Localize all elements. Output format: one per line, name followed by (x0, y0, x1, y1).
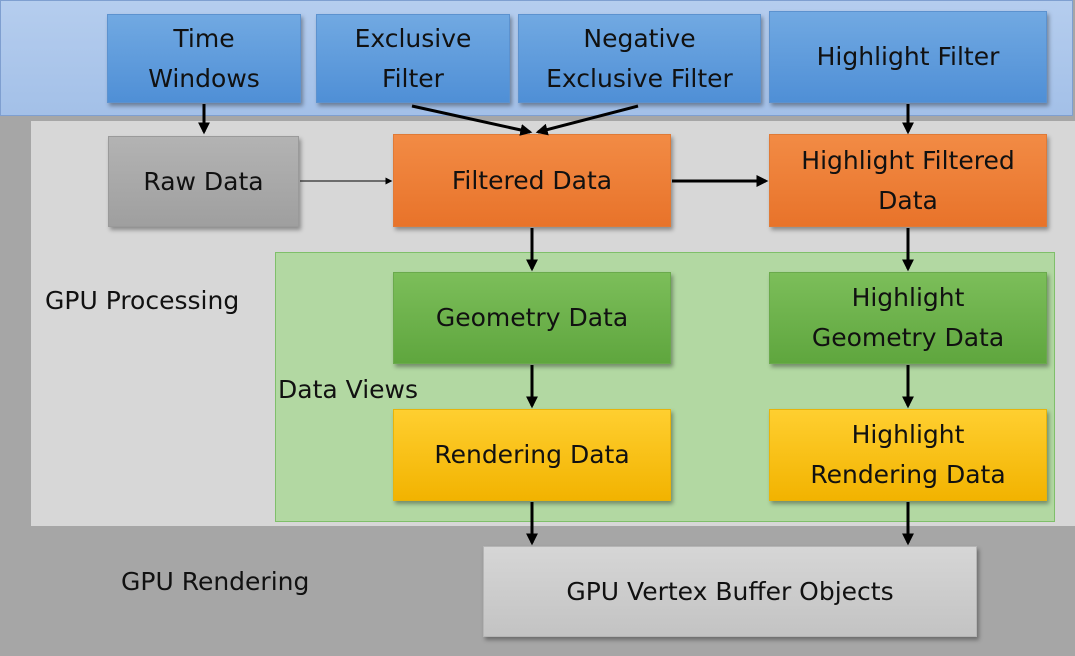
negative-exclusive-filter-node[interactable]: Negative Exclusive Filter (518, 14, 761, 103)
gpu-vertex-buffer-objects-node[interactable]: GPU Vertex Buffer Objects (483, 546, 977, 637)
time-windows-node[interactable]: Time Windows (107, 14, 301, 103)
exclusive-filter-node[interactable]: Exclusive Filter (316, 14, 510, 103)
highlight-rendering-data-node[interactable]: Highlight Rendering Data (769, 409, 1047, 501)
gpu-rendering-label: GPU Rendering (121, 567, 310, 596)
highlight-filtered-data-node[interactable]: Highlight Filtered Data (769, 134, 1047, 227)
filtered-data-node[interactable]: Filtered Data (393, 134, 671, 227)
geometry-data-node[interactable]: Geometry Data (393, 272, 671, 364)
data-views-label: Data Views (278, 375, 418, 404)
rendering-data-node[interactable]: Rendering Data (393, 409, 671, 501)
gpu-processing-label: GPU Processing (45, 286, 240, 315)
raw-data-node[interactable]: Raw Data (108, 136, 299, 227)
highlight-geometry-data-node[interactable]: Highlight Geometry Data (769, 272, 1047, 364)
highlight-filter-node[interactable]: Highlight Filter (769, 11, 1047, 103)
